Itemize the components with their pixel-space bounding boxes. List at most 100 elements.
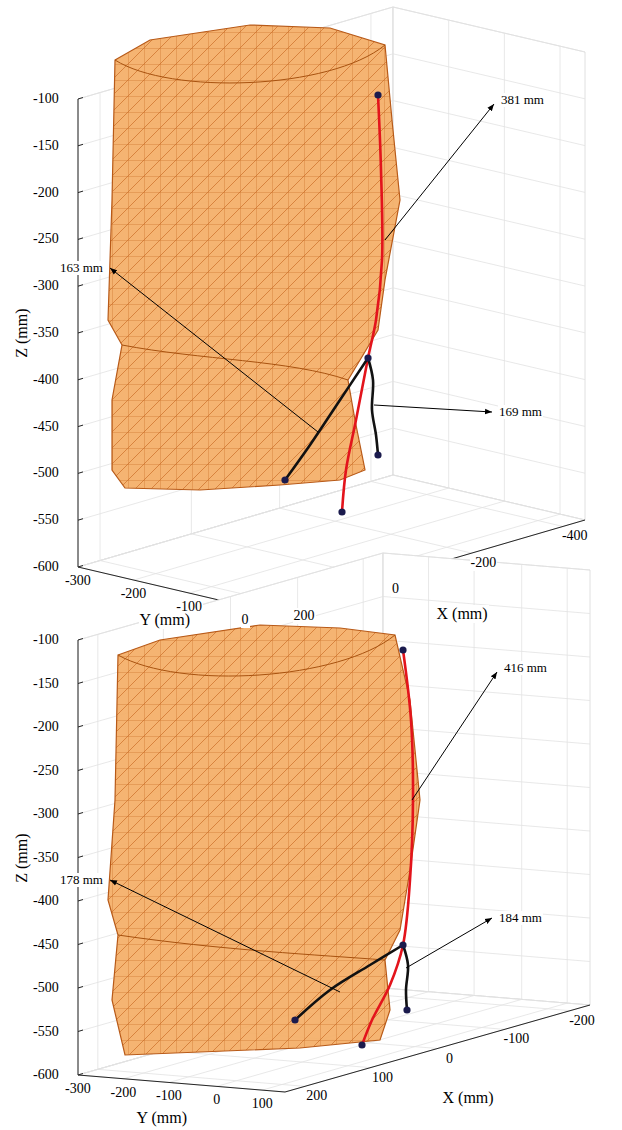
z-tick-label: -450: [32, 419, 60, 435]
geodesic-black: [403, 945, 408, 1010]
grid-line: [163, 1051, 370, 1068]
grid-lines: [78, 553, 590, 1090]
z-tick-label: -250: [32, 231, 60, 247]
y-tick-label: -300: [64, 573, 92, 589]
dimension-label: 163 mm: [59, 261, 104, 276]
x-tick-label: -200: [470, 555, 498, 571]
grid-line: [383, 640, 590, 657]
z-tick-label: -200: [32, 719, 60, 735]
torso-crease: [118, 935, 385, 960]
leader-arrow: [110, 880, 340, 992]
grid-line: [393, 475, 585, 520]
axes-panel: [78, 7, 585, 612]
y-tick-label: -300: [64, 1081, 92, 1097]
z-tick-label: -600: [32, 1067, 60, 1083]
leader-arrow: [385, 104, 494, 240]
z-tick-label: -300: [32, 806, 60, 822]
leader-arrow: [412, 672, 497, 800]
tick-mark: [78, 900, 83, 902]
y-tick-label: -200: [120, 586, 148, 602]
grid-line: [521, 564, 522, 999]
tick-mark: [78, 813, 83, 815]
tick-mark: [78, 943, 83, 945]
tick-mark: [78, 378, 83, 380]
tick-mark: [78, 639, 83, 641]
grid-line: [393, 241, 585, 286]
path-endpoint: [281, 476, 288, 483]
path-endpoint: [338, 508, 345, 515]
tick-mark: [78, 332, 83, 334]
z-tick-label: -500: [32, 980, 60, 996]
z-tick-label: -200: [32, 185, 60, 201]
grid-line: [393, 194, 585, 239]
axes-wall: [393, 7, 585, 520]
path-endpoint: [403, 1006, 410, 1013]
tick-mark: [78, 285, 83, 287]
tick-mark: [78, 566, 83, 568]
x-tick-label: 0: [391, 581, 400, 597]
geodesic-red: [342, 95, 382, 512]
x-tick-label: -400: [561, 528, 589, 544]
grid-line: [393, 335, 585, 380]
tick-mark: [78, 987, 83, 989]
tick-mark: [78, 98, 83, 100]
z-tick-label: -400: [32, 893, 60, 909]
x-tick-label: 0: [445, 1051, 454, 1067]
x-tick-label: 200: [305, 1088, 328, 1104]
dimension-label: 381 mm: [500, 93, 545, 108]
tick-mark: [78, 144, 83, 146]
axis-label: Y (mm): [139, 611, 192, 629]
tick-mark: [78, 425, 83, 427]
x-tick-label: 100: [371, 1070, 394, 1086]
geodesic-black: [285, 358, 368, 480]
grid-line: [383, 858, 590, 875]
grid-line: [383, 945, 590, 962]
leader-arrow: [374, 405, 492, 412]
grid-line: [393, 288, 585, 333]
tick-mark: [78, 1074, 83, 1076]
axis-label: Z (mm): [13, 833, 31, 884]
geodesic-black: [295, 945, 403, 1020]
tick-mark: [78, 726, 83, 728]
grid-line: [78, 475, 393, 567]
z-tick-label: -400: [32, 372, 60, 388]
x-tick-label: -200: [568, 1013, 596, 1029]
tick-mark: [78, 682, 83, 684]
grid-line: [371, 481, 563, 526]
dimension-label: 169 mm: [498, 405, 543, 420]
tick-mark: [78, 238, 83, 240]
x-tick-label: 200: [293, 608, 316, 624]
z-tick-label: -550: [32, 512, 60, 528]
grid-line: [448, 20, 449, 488]
z-tick-label: -150: [32, 138, 60, 154]
grid-line: [363, 994, 570, 1011]
y-tick-label: 0: [241, 612, 250, 628]
tick-mark: [78, 472, 83, 474]
path-endpoint: [374, 451, 381, 458]
torso-rim: [115, 45, 385, 83]
tick-mark: [78, 519, 83, 521]
grid-line: [567, 568, 568, 1003]
axes-panel: [78, 553, 590, 1092]
axis-label: Y (mm): [136, 1109, 189, 1127]
leader-arrow: [406, 918, 492, 968]
grid-line: [280, 508, 472, 553]
y-tick-label: -200: [110, 1085, 138, 1101]
axis-label: X (mm): [442, 1089, 495, 1107]
z-tick-label: -100: [32, 632, 60, 648]
z-tick-label: -100: [32, 91, 60, 107]
grid-line: [97, 634, 98, 1069]
grid-line: [393, 428, 585, 473]
x-tick-label: -100: [503, 1031, 531, 1047]
path-endpoint: [358, 1041, 365, 1048]
torso-crease: [122, 345, 348, 380]
grid-line: [393, 101, 585, 146]
torso-rim: [118, 635, 395, 676]
tick-mark: [78, 856, 83, 858]
path-endpoint: [399, 941, 406, 948]
tick-mark: [78, 769, 83, 771]
y-tick-label: -100: [155, 1088, 183, 1104]
path-endpoint: [374, 91, 381, 98]
grid-line: [393, 381, 585, 426]
z-tick-label: -150: [32, 676, 60, 692]
